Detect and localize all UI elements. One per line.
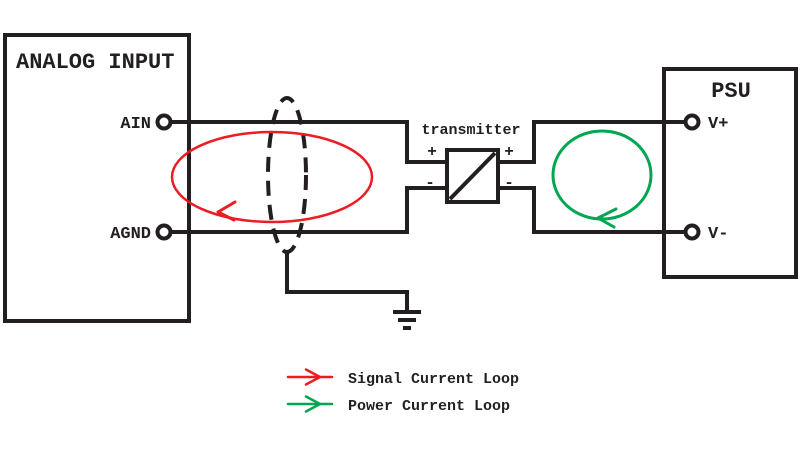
legend-power-arrowhead — [304, 395, 322, 413]
terminal-agnd — [155, 223, 173, 241]
wire-shield-to-ground — [285, 252, 409, 310]
terminal-vplus — [683, 113, 701, 131]
ground-icon — [393, 310, 421, 330]
transmitter-symbol — [445, 148, 500, 204]
legend-power-arrow-icon — [286, 395, 334, 413]
vplus-label: V+ — [708, 115, 728, 134]
signal-loop-arrow-icon — [216, 200, 237, 222]
legend-power-label: Power Current Loop — [348, 398, 510, 415]
legend-signal-arrowhead — [304, 368, 322, 386]
power-loop-arrow-icon — [596, 207, 618, 229]
power-loop-ellipse — [551, 129, 653, 221]
transmitter-diagonal — [448, 151, 497, 201]
agnd-label: AGND — [110, 225, 151, 244]
power-current-loop — [551, 129, 653, 229]
transmitter-label: transmitter — [421, 122, 520, 139]
wire-agnd-to-transmitter — [171, 186, 447, 234]
cable-shield-dashed-ellipse — [266, 96, 308, 254]
wire-transmitter-to-vminus — [498, 186, 686, 234]
transmitter-in-plus-label: + — [427, 143, 437, 161]
legend-signal-label: Signal Current Loop — [348, 371, 519, 388]
wiring — [171, 120, 686, 310]
psu-title: PSU — [711, 79, 751, 104]
wire-ain-to-transmitter — [171, 120, 447, 164]
ain-label: AIN — [120, 115, 151, 134]
signal-current-loop — [170, 130, 374, 224]
transmitter-out-minus-label: - — [504, 174, 514, 192]
signal-loop-ellipse — [170, 130, 374, 224]
terminals — [155, 113, 701, 241]
terminal-ain — [155, 113, 173, 131]
transmitter-in-minus-label: - — [425, 174, 435, 192]
device-boxes — [3, 33, 798, 323]
wire-transmitter-to-vplus — [498, 120, 686, 164]
legend: Signal Current Loop Power Current Loop — [286, 368, 519, 415]
transmitter-out-plus-label: + — [504, 143, 514, 161]
terminal-vminus — [683, 223, 701, 241]
vminus-label: V- — [708, 225, 728, 244]
analog-input-box — [3, 33, 191, 323]
analog-input-title: ANALOG INPUT — [16, 50, 174, 75]
legend-signal-arrow-icon — [286, 368, 334, 386]
psu-box — [662, 67, 798, 279]
